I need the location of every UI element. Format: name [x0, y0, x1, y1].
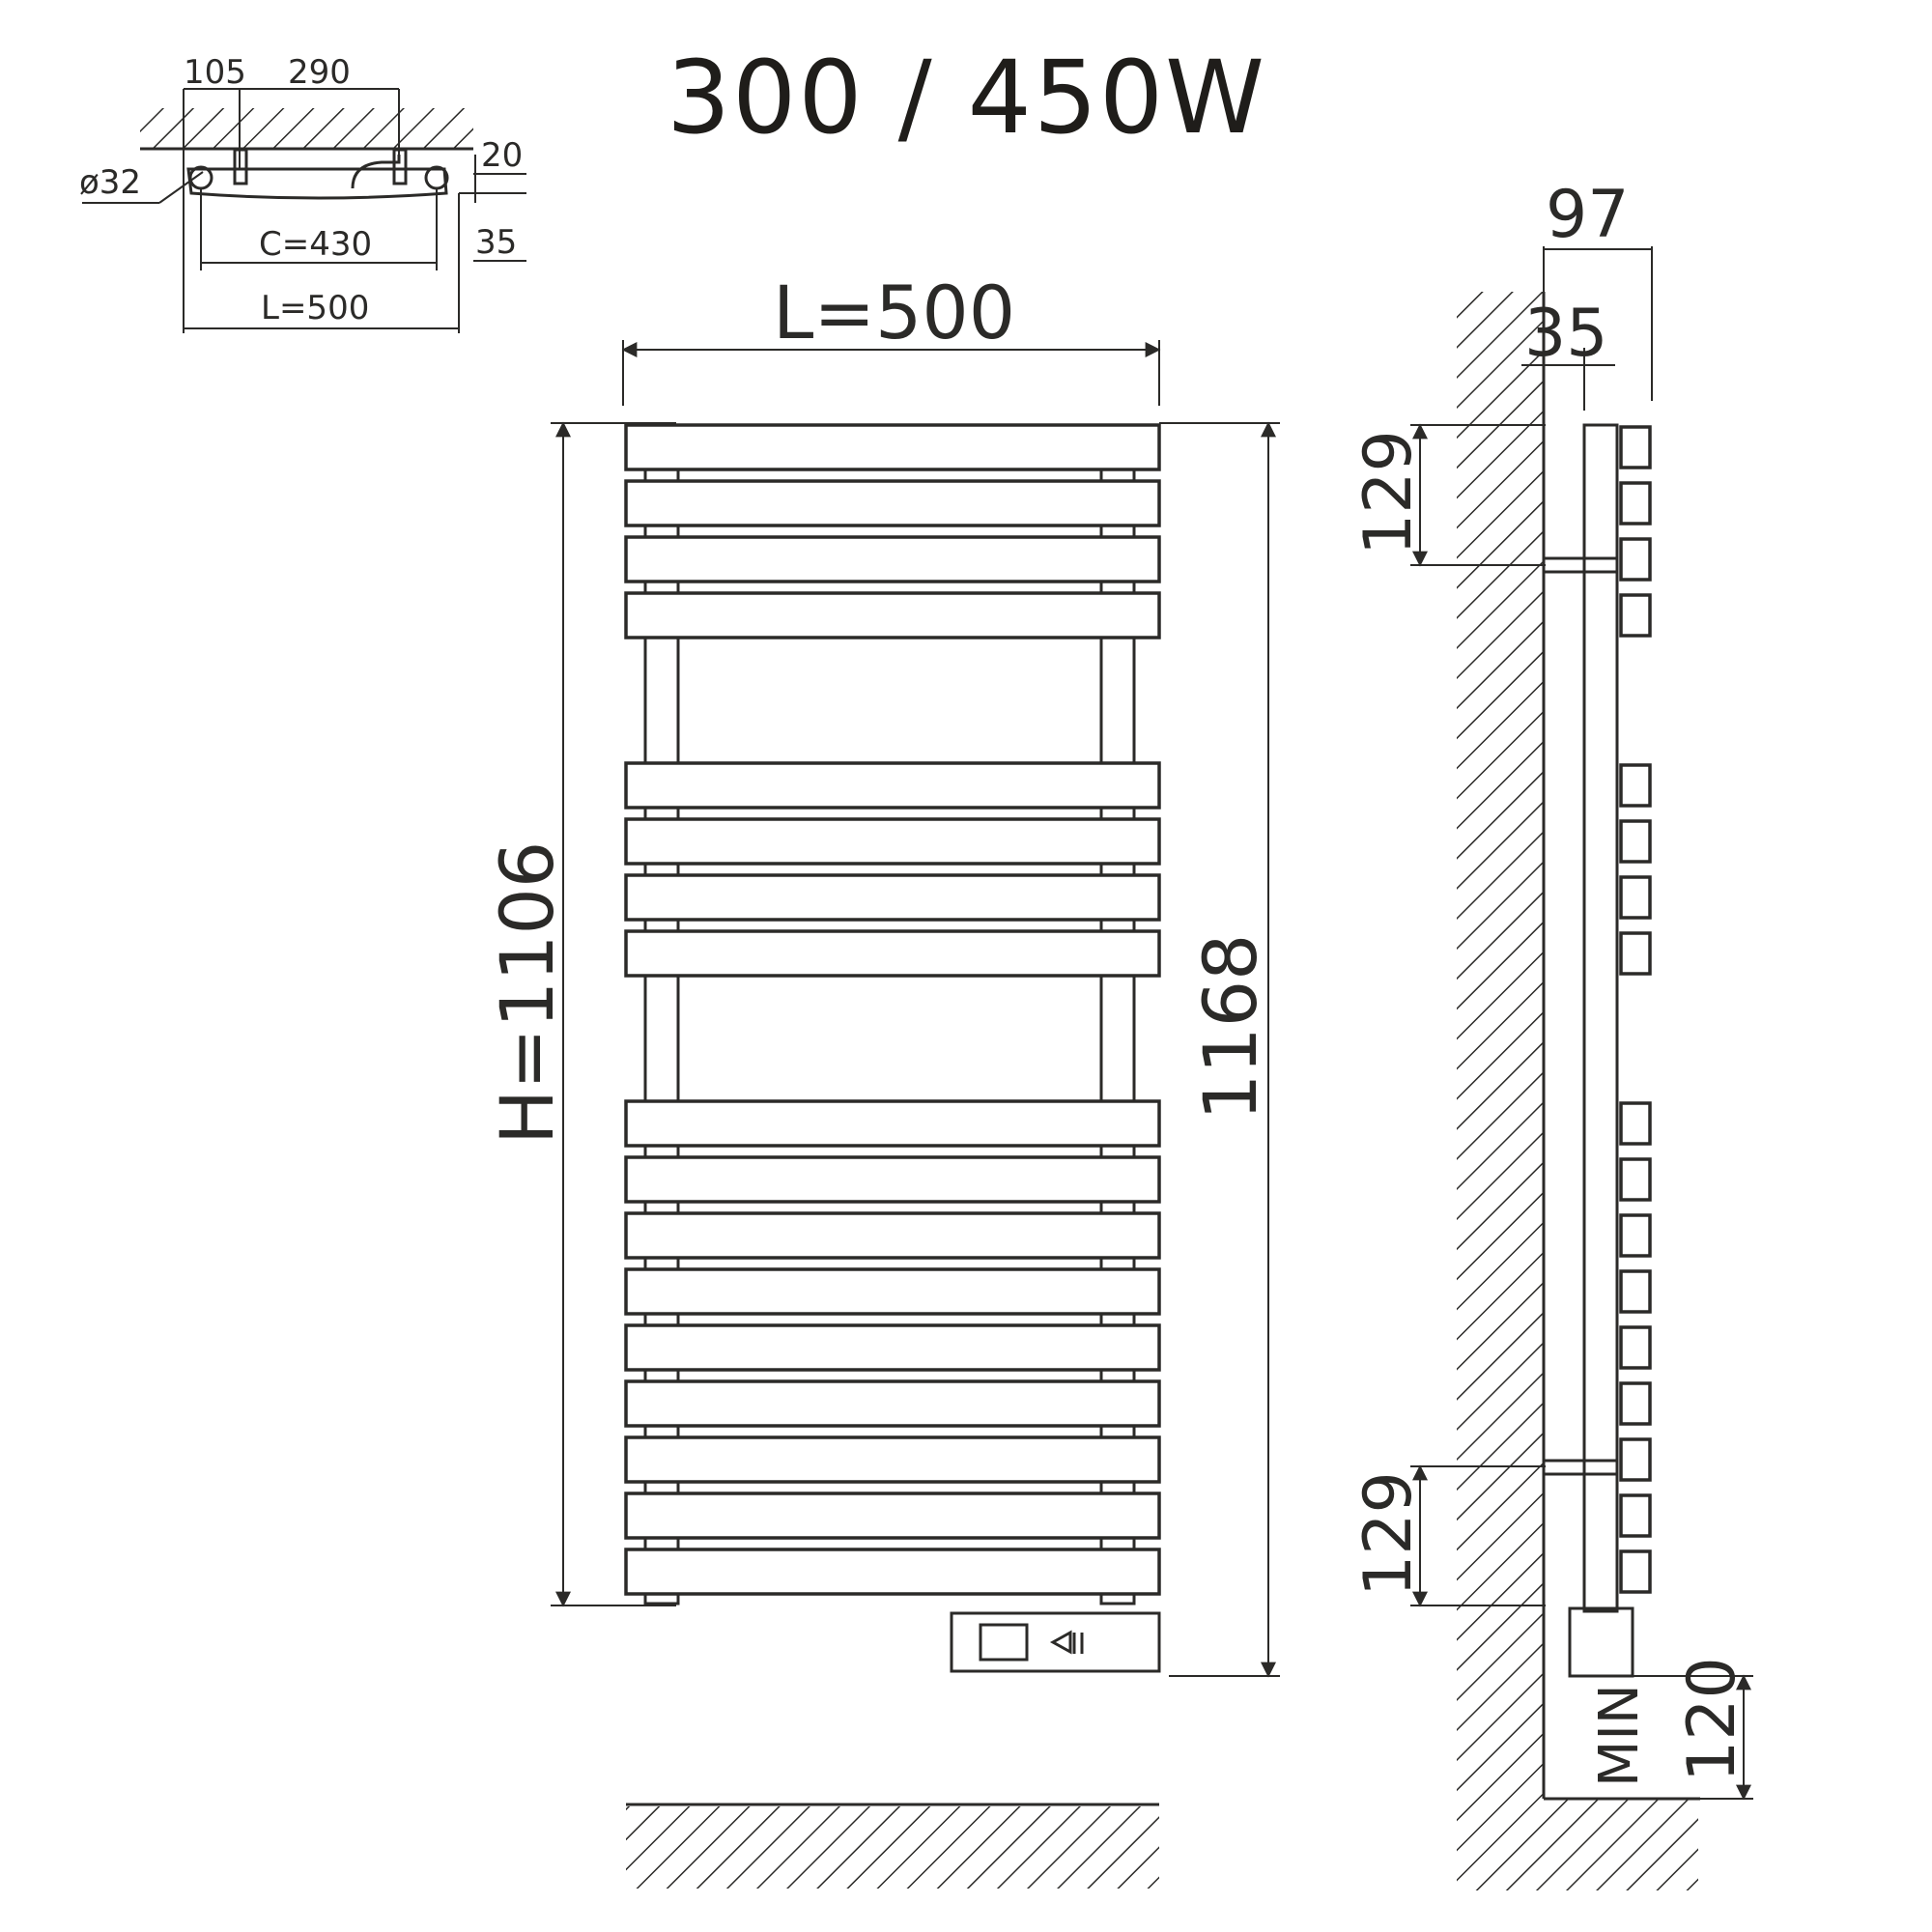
dim-c-label: C=430: [259, 225, 372, 264]
side-min-value-label: 120: [1674, 1657, 1750, 1782]
heat-arrows-icon: [1049, 1630, 1084, 1655]
towel-bar: [624, 817, 1161, 866]
side-bar-profile: [1619, 819, 1652, 864]
front-total-height-label: 1168: [1187, 934, 1273, 1121]
side-depth-35-label: 35: [1524, 296, 1608, 372]
side-bar-profile: [1619, 931, 1652, 976]
side-bracket-bottom: [1542, 1459, 1619, 1476]
control-box: [950, 1611, 1161, 1673]
side-control-box: [1568, 1606, 1634, 1678]
dim-diameter-label: ø32: [79, 163, 141, 202]
side-bar-profile: [1619, 537, 1652, 582]
towel-bar: [624, 761, 1161, 810]
side-bar-profile: [1619, 1381, 1652, 1426]
towel-bar: [624, 873, 1161, 922]
side-view: 97 35 129 129 MIN 120: [1350, 177, 1753, 1890]
side-bar-profile: [1619, 1269, 1652, 1314]
side-bar-profile: [1619, 1157, 1652, 1202]
dim-35-top-label: 35: [475, 223, 517, 262]
towel-bar: [624, 1211, 1161, 1260]
side-bracket-top-label: 129: [1350, 430, 1427, 555]
towel-bar: [624, 1155, 1161, 1204]
side-wall-hatch: [1457, 292, 1544, 1799]
towel-bar: [624, 1323, 1161, 1372]
side-depth-97-label: 97: [1546, 177, 1630, 253]
towel-bar: [624, 535, 1161, 583]
towel-bar: [624, 929, 1161, 978]
side-bar-profile: [1619, 1101, 1652, 1146]
towel-bar: [624, 1492, 1161, 1540]
towel-bar: [624, 1379, 1161, 1428]
side-bar-profile: [1619, 1213, 1652, 1258]
front-height-label: H=1106: [484, 841, 570, 1145]
top-bracket-left: [233, 148, 248, 185]
side-bracket-top: [1542, 556, 1619, 574]
side-collector: [1582, 423, 1619, 1613]
towel-bar: [624, 1099, 1161, 1148]
side-bar-profile: [1619, 1493, 1652, 1538]
top-view: 105 290 ø32 20 35 C=430 L=500: [79, 53, 526, 333]
dim-20-label: 20: [481, 136, 523, 175]
side-bracket-bottom-label: 129: [1350, 1471, 1427, 1597]
side-bar-profile: [1619, 1437, 1652, 1482]
towel-bar: [624, 479, 1161, 527]
towel-bar: [624, 591, 1161, 639]
side-floor-hatch: [1457, 1799, 1698, 1890]
side-bar-profile: [1619, 481, 1652, 526]
towel-bar: [624, 1548, 1161, 1596]
towel-bar: [624, 423, 1161, 471]
side-bar-profiles: [1619, 425, 1652, 1594]
top-bracket-right: [392, 148, 408, 185]
display-icon: [979, 1623, 1029, 1662]
side-bar-profile: [1619, 875, 1652, 920]
dim-l-top-label: L=500: [261, 289, 369, 327]
towel-bar: [624, 1435, 1161, 1484]
floor-hatch: [626, 1806, 1159, 1889]
side-bar-profile: [1619, 763, 1652, 808]
top-wall-hatch: [140, 108, 473, 149]
power-rating-title: 300 / 450W: [667, 39, 1266, 156]
side-min-label: MIN: [1588, 1684, 1651, 1787]
dim-290-label: 290: [288, 53, 351, 92]
towel-bars: [624, 423, 1161, 1596]
front-view: L=500 H=1106 1168: [484, 270, 1280, 1889]
front-width-label: L=500: [773, 270, 1015, 355]
side-bar-profile: [1619, 425, 1652, 469]
side-bar-profile: [1619, 1325, 1652, 1370]
side-bar-profile: [1619, 1549, 1652, 1594]
towel-bar: [624, 1267, 1161, 1316]
side-bar-profile: [1619, 593, 1652, 638]
dim-105-label: 105: [184, 53, 246, 92]
